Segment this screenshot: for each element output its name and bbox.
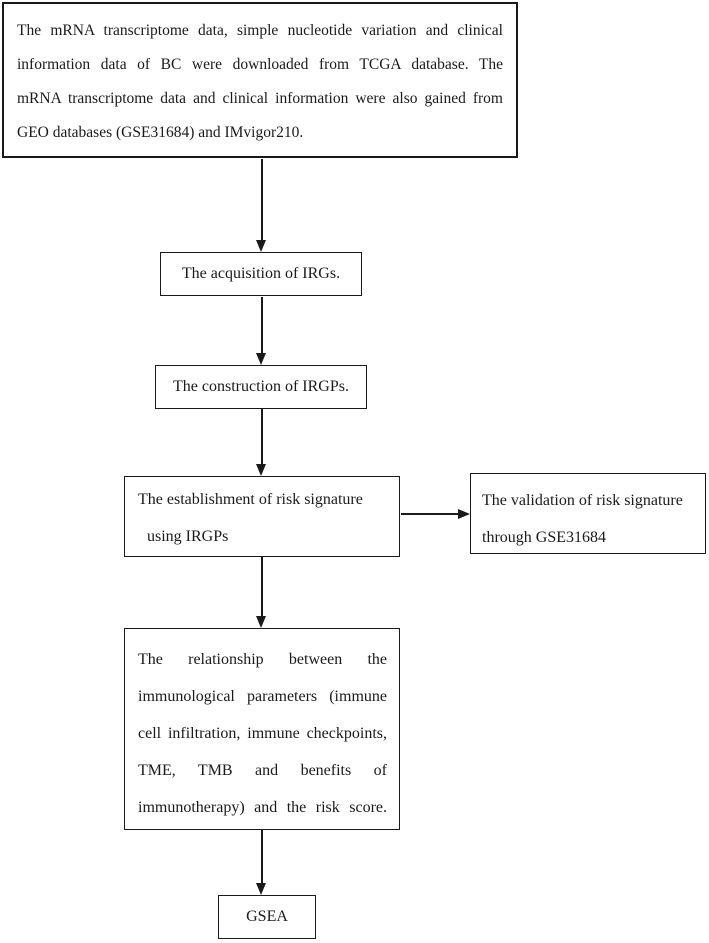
relationship-line: cell infiltration, immune checkpoints,: [138, 725, 387, 742]
source-data-line: information data of BC were downloaded f…: [17, 56, 503, 73]
arrowhead-down-icon: [256, 240, 266, 252]
arrow-line: [261, 159, 263, 240]
acquisition-irgs-box: The acquisition of IRGs.: [160, 252, 362, 296]
arrow-line: [261, 297, 263, 353]
relationship-box: The relationship between the immunologic…: [124, 628, 400, 830]
gsea-label: GSEA: [246, 908, 288, 925]
arrow-line: [261, 830, 263, 883]
arrowhead-down-icon: [256, 464, 266, 476]
source-data-line: GEO databases (GSE31684) and IMvigor210.: [17, 124, 304, 141]
construction-irgps-label: The construction of IRGPs.: [173, 378, 349, 395]
risk-signature-line: The establishment of risk signature: [138, 491, 363, 508]
arrowhead-down-icon: [256, 616, 266, 628]
relationship-line: immunotherapy) and the risk score.: [138, 799, 387, 816]
validation-line: The validation of risk signature: [482, 492, 683, 509]
arrowhead-down-icon: [256, 353, 266, 365]
validation-line: through GSE31684: [482, 529, 606, 546]
gsea-box: GSEA: [218, 895, 316, 939]
relationship-line: TME, TMB and benefits of: [138, 762, 387, 779]
arrow-line: [401, 513, 458, 515]
construction-irgps-box: The construction of IRGPs.: [155, 365, 367, 409]
source-data-line: The mRNA transcriptome data, simple nucl…: [17, 22, 503, 39]
relationship-line: The relationship between the: [138, 651, 387, 668]
relationship-line: immunological parameters (immune: [138, 688, 387, 705]
validation-box: The validation of risk signature through…: [470, 473, 706, 554]
acquisition-irgs-label: The acquisition of IRGs.: [181, 265, 341, 282]
source-data-box: The mRNA transcriptome data, simple nucl…: [2, 2, 518, 158]
arrow-line: [261, 409, 263, 464]
arrow-line: [261, 557, 263, 616]
arrowhead-down-icon: [256, 883, 266, 895]
arrowhead-right-icon: [458, 508, 470, 519]
risk-signature-line: using IRGPs: [147, 528, 229, 545]
source-data-line: mRNA transcriptome data and clinical inf…: [17, 90, 503, 107]
risk-signature-box: The establishment of risk signature usin…: [124, 476, 400, 557]
